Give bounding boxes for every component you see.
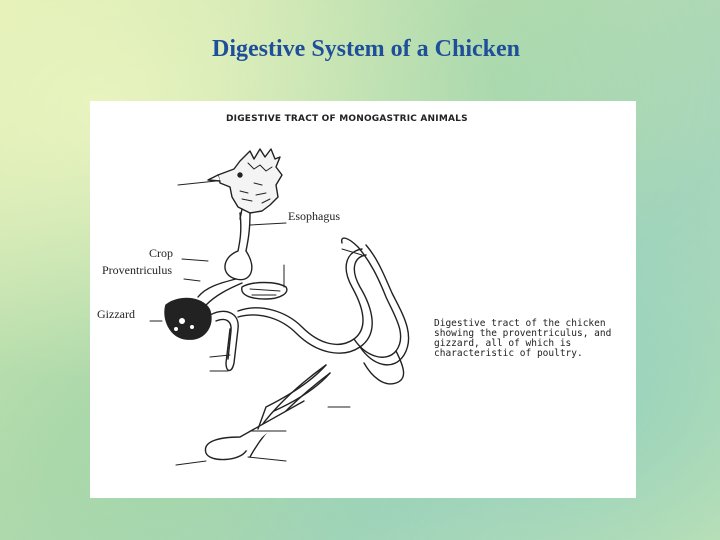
digestive-tract-illustration (90, 101, 636, 498)
label-proventriculus: Proventriculus (102, 263, 172, 278)
chicken-head-icon (208, 149, 282, 219)
figure-heading: DIGESTIVE TRACT OF MONOGASTRIC ANIMALS (226, 114, 468, 124)
label-esophagus: Esophagus (288, 209, 340, 224)
digestive-tract-figure: DIGESTIVE TRACT OF MONOGASTRIC ANIMALS E… (90, 101, 636, 498)
label-gizzard: Gizzard (97, 307, 135, 322)
slide-title: Digestive System of a Chicken (0, 36, 720, 63)
figure-caption: Digestive tract of the chicken showing t… (434, 319, 634, 359)
label-crop: Crop (149, 246, 173, 261)
